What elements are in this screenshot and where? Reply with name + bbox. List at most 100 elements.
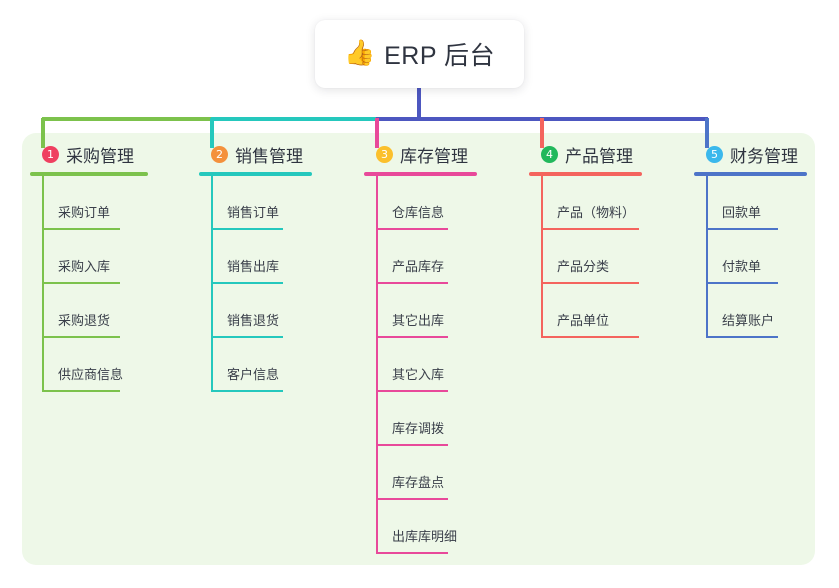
leaf-node[interactable]: 仓库信息 — [364, 176, 477, 230]
leaf-node-label: 销售订单 — [227, 205, 280, 220]
leaf-node-label: 回款单 — [722, 205, 762, 220]
branch-children-3: 仓库信息产品库存其它出库其它入库库存调拨库存盘点出库库明细 — [364, 176, 477, 554]
leaf-node-label: 产品单位 — [557, 313, 610, 328]
leaf-node-label: 出库库明细 — [392, 529, 458, 544]
branch-stem-1 — [42, 176, 44, 392]
leaf-node-label: 付款单 — [722, 259, 762, 274]
leaf-node-rule — [706, 228, 778, 230]
branch-children-2: 销售订单销售出库销售退货客户信息 — [199, 176, 312, 392]
leaf-node-label: 产品（物料） — [557, 205, 636, 220]
leaf-node-label: 客户信息 — [227, 367, 280, 382]
branch-header-rule-1 — [30, 172, 148, 176]
branch-badge-5: 5 — [706, 145, 723, 163]
leaf-node-rule — [42, 336, 120, 338]
branch-column-4: 4 产品管理产品（物料） 产品分类产品单位 — [529, 140, 642, 338]
branch-title-2: 销售管理 — [235, 146, 303, 166]
leaf-node-label: 库存调拨 — [392, 421, 445, 436]
leaf-node-rule — [42, 390, 120, 392]
leaf-node-rule — [376, 282, 448, 284]
leaf-node-rule — [211, 390, 283, 392]
branch-header-rule-4 — [529, 172, 642, 176]
leaf-node-rule — [706, 282, 778, 284]
leaf-node-label: 销售出库 — [227, 259, 280, 274]
branch-badge-1: 1 — [42, 145, 59, 163]
leaf-node-label: 采购订单 — [58, 205, 111, 220]
leaf-node[interactable]: 其它入库 — [364, 338, 477, 392]
leaf-node[interactable]: 销售退货 — [199, 284, 312, 338]
branch-children-4: 产品（物料） 产品分类产品单位 — [529, 176, 642, 338]
leaf-node-rule — [376, 336, 448, 338]
branch-header-rule-2 — [199, 172, 312, 176]
branch-badge-4: 4 — [541, 145, 558, 163]
leaf-node-rule — [541, 336, 639, 338]
leaf-node-rule — [376, 228, 448, 230]
leaf-node[interactable]: 客户信息 — [199, 338, 312, 392]
leaf-node-label: 产品分类 — [557, 259, 610, 274]
branch-title-1: 采购管理 — [66, 146, 134, 166]
leaf-node-label: 其它入库 — [392, 367, 445, 382]
leaf-node[interactable]: 回款单 — [694, 176, 807, 230]
leaf-node-label: 库存盘点 — [392, 475, 445, 490]
branch-title-5: 财务管理 — [730, 146, 798, 166]
leaf-node-label: 采购入库 — [58, 259, 111, 274]
thumbs-up-icon: 👍 — [343, 38, 376, 67]
leaf-node[interactable]: 供应商信息 — [30, 338, 148, 392]
branch-header-4[interactable]: 4 产品管理 — [529, 140, 642, 168]
leaf-node[interactable]: 采购订单 — [30, 176, 148, 230]
leaf-node-rule — [42, 228, 120, 230]
leaf-node[interactable]: 产品（物料） — [529, 176, 642, 230]
leaf-node-rule — [211, 282, 283, 284]
branch-header-3[interactable]: 3 库存管理 — [364, 140, 477, 168]
branch-badge-3: 3 — [376, 145, 393, 163]
branch-stem-2 — [211, 176, 213, 392]
leaf-node[interactable]: 产品库存 — [364, 230, 477, 284]
branch-header-rule-3 — [364, 172, 477, 176]
leaf-node[interactable]: 销售订单 — [199, 176, 312, 230]
branch-title-4: 产品管理 — [565, 146, 633, 166]
root-node-title: ERP 后台 — [384, 42, 496, 70]
leaf-node[interactable]: 采购退货 — [30, 284, 148, 338]
root-node-card[interactable]: 👍 ERP 后台 — [315, 20, 524, 88]
leaf-node-label: 采购退货 — [58, 313, 111, 328]
branch-children-5: 回款单付款单结算账户 — [694, 176, 807, 338]
leaf-node-rule — [42, 282, 120, 284]
branch-header-2[interactable]: 2 销售管理 — [199, 140, 312, 168]
diagram-background-panel — [22, 133, 815, 565]
leaf-node-rule — [376, 390, 448, 392]
leaf-node-rule — [376, 444, 448, 446]
leaf-node-label: 供应商信息 — [58, 367, 124, 382]
leaf-node-label: 结算账户 — [722, 313, 775, 328]
leaf-node[interactable]: 库存调拨 — [364, 392, 477, 446]
leaf-node[interactable]: 结算账户 — [694, 284, 807, 338]
leaf-node-label: 销售退货 — [227, 313, 280, 328]
leaf-node[interactable]: 其它出库 — [364, 284, 477, 338]
branch-column-3: 3 库存管理仓库信息产品库存其它出库其它入库库存调拨库存盘点出库库明细 — [364, 140, 477, 554]
leaf-node-rule — [541, 228, 639, 230]
leaf-node-rule — [706, 336, 778, 338]
leaf-node[interactable]: 库存盘点 — [364, 446, 477, 500]
branch-header-1[interactable]: 1 采购管理 — [30, 140, 148, 168]
leaf-node-label: 产品库存 — [392, 259, 445, 274]
leaf-node[interactable]: 销售出库 — [199, 230, 312, 284]
leaf-node-rule — [541, 282, 639, 284]
leaf-node[interactable]: 采购入库 — [30, 230, 148, 284]
branch-header-rule-5 — [694, 172, 807, 176]
leaf-node[interactable]: 产品单位 — [529, 284, 642, 338]
branch-column-5: 5 财务管理回款单付款单结算账户 — [694, 140, 807, 338]
leaf-node-label: 其它出库 — [392, 313, 445, 328]
leaf-node-rule — [211, 336, 283, 338]
branch-header-5[interactable]: 5 财务管理 — [694, 140, 807, 168]
branch-column-1: 1 采购管理采购订单采购入库采购退货供应商信息 — [30, 140, 148, 392]
branch-children-1: 采购订单采购入库采购退货供应商信息 — [30, 176, 148, 392]
leaf-node[interactable]: 出库库明细 — [364, 500, 477, 554]
leaf-node-label: 仓库信息 — [392, 205, 445, 220]
branch-stem-4 — [541, 176, 543, 338]
leaf-node[interactable]: 付款单 — [694, 230, 807, 284]
branch-column-2: 2 销售管理销售订单销售出库销售退货客户信息 — [199, 140, 312, 392]
leaf-node[interactable]: 产品分类 — [529, 230, 642, 284]
branch-badge-2: 2 — [211, 145, 228, 163]
leaf-node-rule — [211, 228, 283, 230]
leaf-node-rule — [376, 498, 448, 500]
branch-title-3: 库存管理 — [400, 146, 468, 166]
leaf-node-rule — [376, 552, 448, 554]
